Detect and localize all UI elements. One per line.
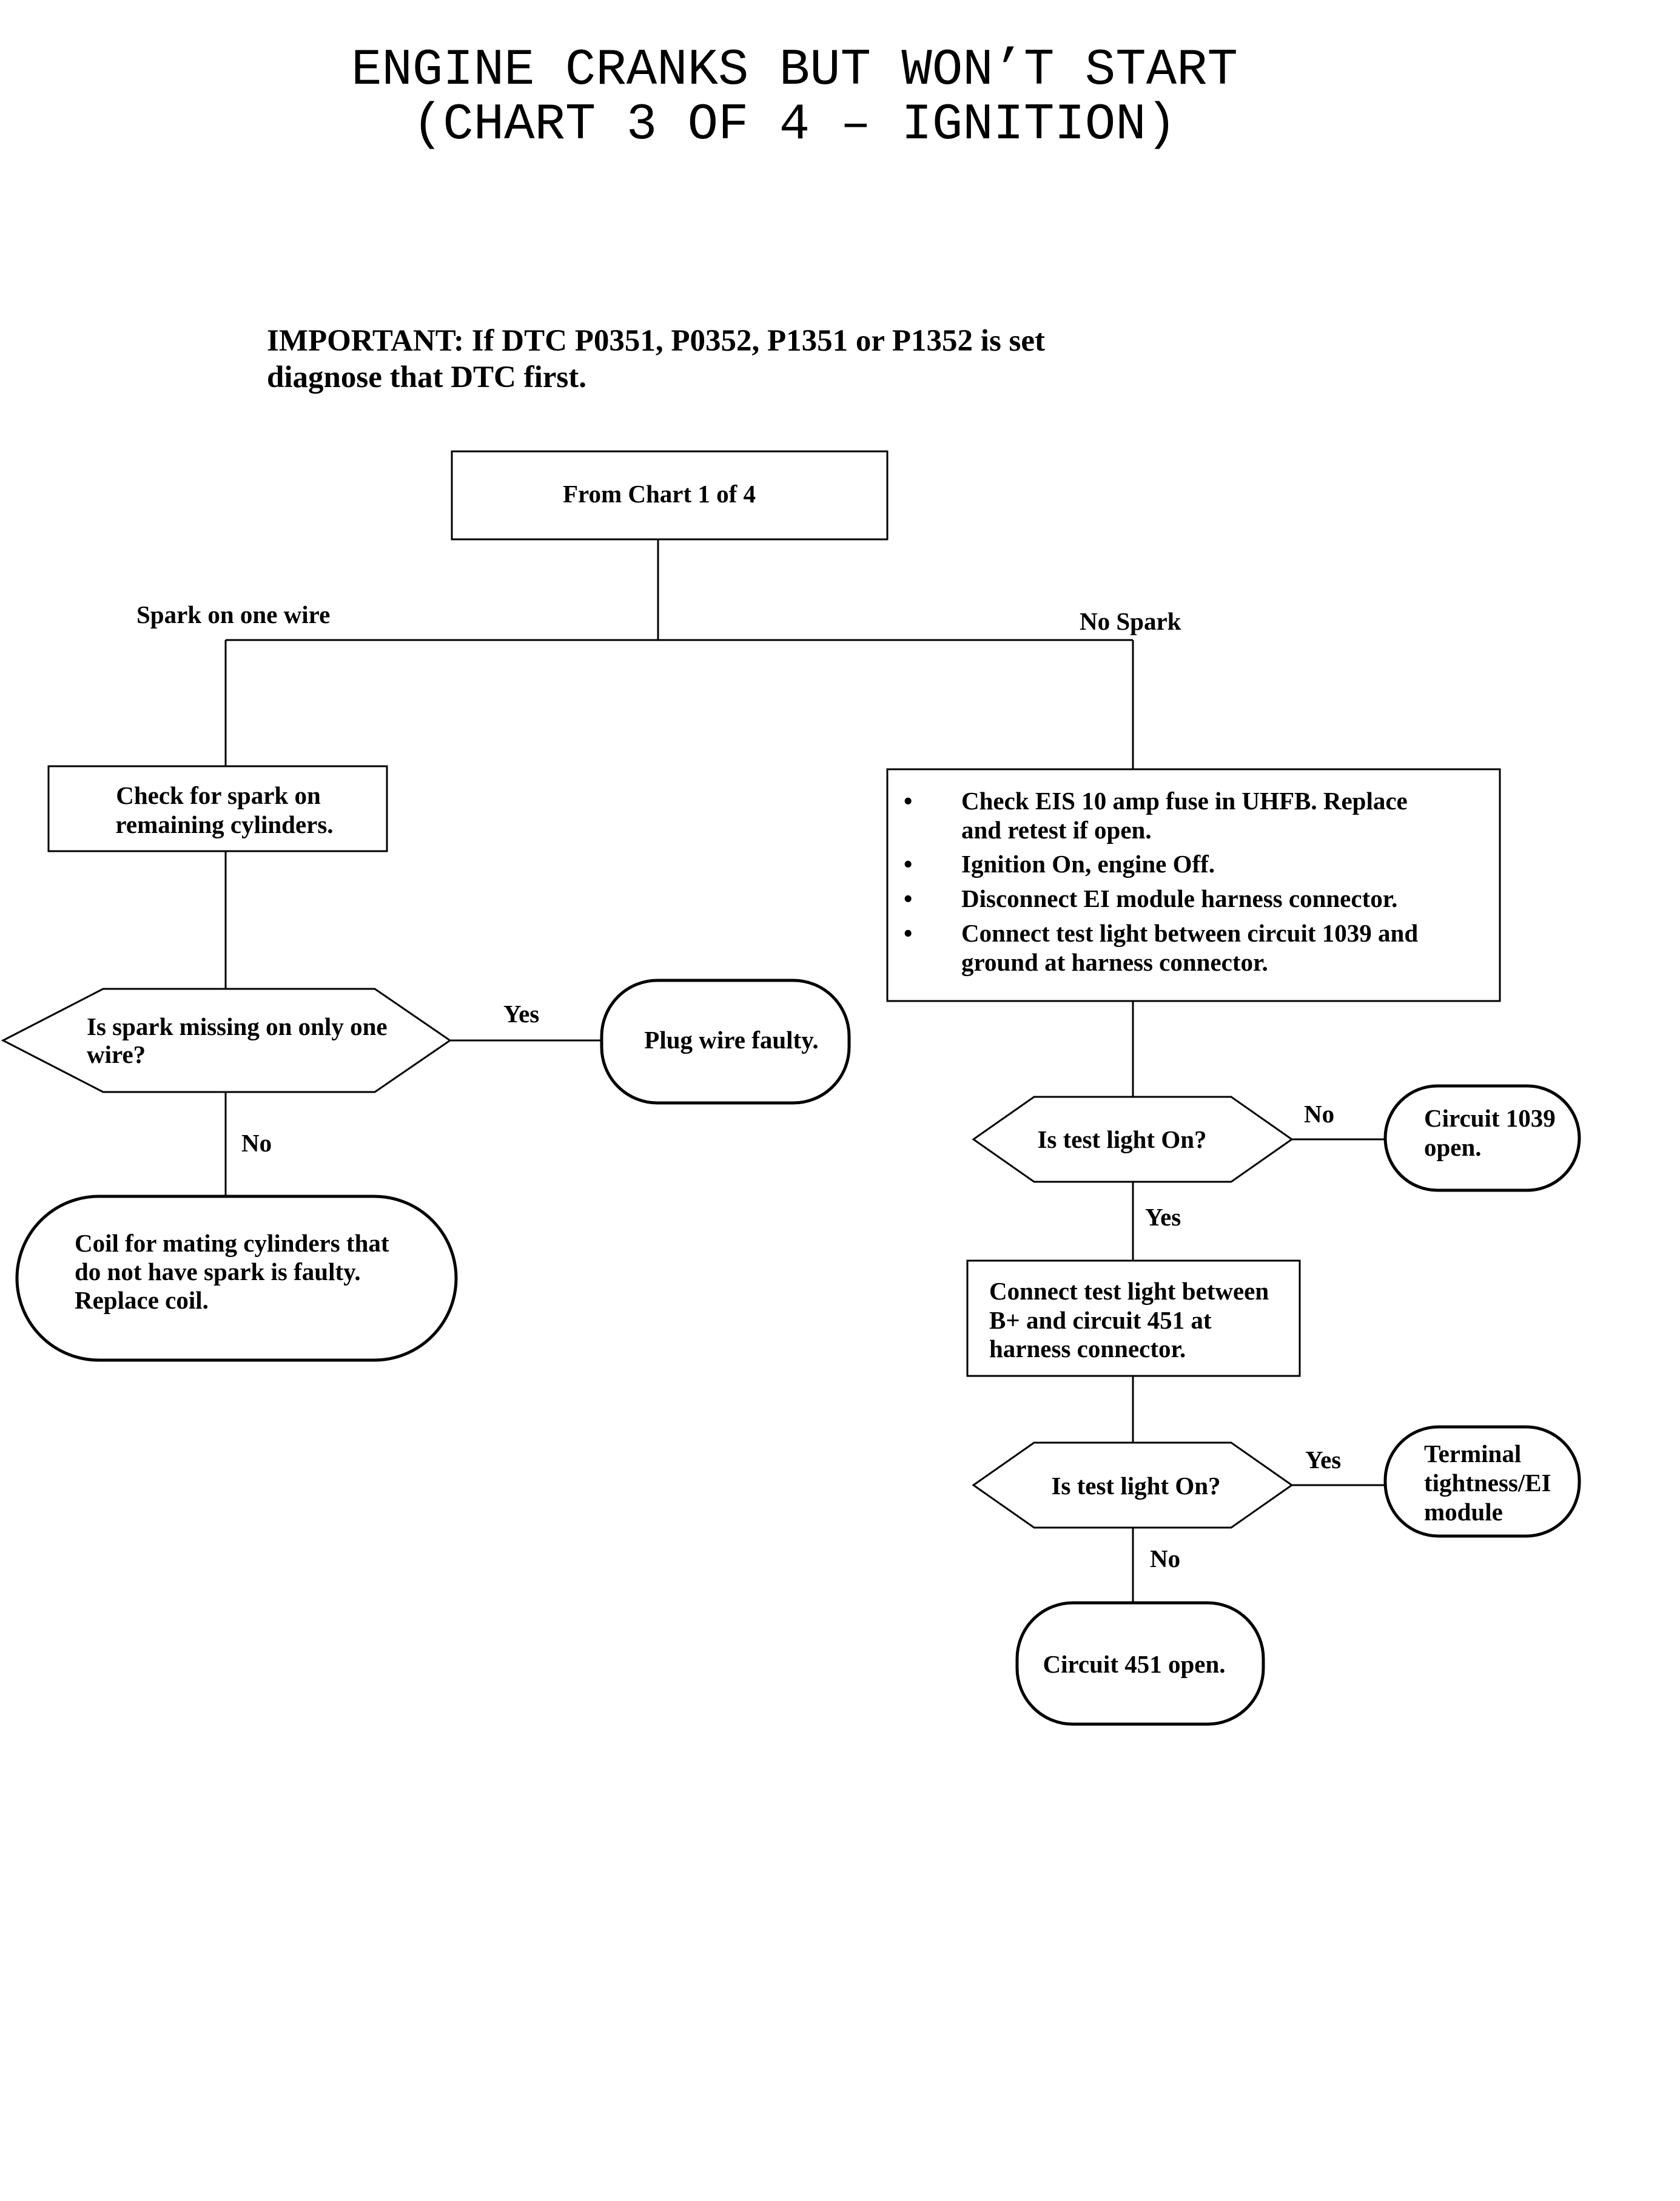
- node-check-spark-line-2: remaining cylinders.: [115, 811, 333, 838]
- connectors: [224, 539, 1384, 1602]
- node-no-spark-steps: • Check EIS 10 amp fuse in UHFB. Replace…: [886, 768, 1501, 1002]
- terminal-coil-faulty-line-1: Coil for mating cylinders that: [75, 1229, 389, 1257]
- terminal-circuit-1039-open: Circuit 1039 open.: [1383, 1084, 1581, 1192]
- title-line-1: ENGINE CRANKS BUT WON’T START: [351, 42, 1238, 99]
- terminal-terminal-tightness: Terminal tightness/EI module: [1383, 1425, 1581, 1538]
- step-4-line-1: Connect test light between circuit 1039 …: [961, 919, 1418, 947]
- edge-label-yes-plug-wire: Yes: [503, 1000, 539, 1028]
- terminal-tightness-line-1: Terminal: [1424, 1440, 1521, 1468]
- edge-label-no-circuit-451: No: [1150, 1545, 1180, 1572]
- terminal-circuit-1039-line-2: open.: [1424, 1133, 1482, 1161]
- node-check-spark-remaining: Check for spark on remaining cylinders.: [47, 765, 388, 852]
- terminal-coil-faulty-line-2: do not have spark is faulty.: [75, 1258, 361, 1286]
- edge-label-yes-connect: Yes: [1145, 1203, 1181, 1231]
- node-connect-b-plus-line-3: harness connector.: [989, 1335, 1186, 1363]
- decision-test-light-1: Is test light On?: [972, 1096, 1294, 1183]
- important-note-line-1: IMPORTANT: If DTC P0351, P0352, P1351 or…: [267, 324, 1045, 358]
- terminal-circuit-1039-line-1: Circuit 1039: [1424, 1104, 1556, 1132]
- terminal-coil-faulty: Coil for mating cylinders that do not ha…: [15, 1195, 458, 1362]
- node-connect-b-plus-line-1: Connect test light between: [989, 1277, 1269, 1305]
- decision-test-light-1-label: Is test light On?: [1037, 1125, 1206, 1153]
- bullet-4: •: [904, 919, 912, 947]
- node-connect-b-plus-line-2: B+ and circuit 451 at: [989, 1306, 1212, 1334]
- edge-label-no-coil: No: [241, 1129, 272, 1157]
- step-2-line-1: Ignition On, engine Off.: [961, 850, 1215, 878]
- title-line-2: (CHART 3 OF 4 – IGNITION): [412, 96, 1177, 154]
- terminal-circuit-451-open: Circuit 451 open.: [1015, 1601, 1265, 1726]
- terminal-coil-faulty-line-3: Replace coil.: [75, 1286, 209, 1314]
- step-1-line-1: Check EIS 10 amp fuse in UHFB. Replace: [961, 787, 1408, 815]
- bullet-2: •: [904, 850, 912, 878]
- step-3-line-1: Disconnect EI module harness connector.: [961, 885, 1397, 912]
- step-1-line-2: and retest if open.: [961, 816, 1152, 844]
- node-from-chart-1-label: From Chart 1 of 4: [563, 480, 756, 508]
- decision-spark-missing-line-1: Is spark missing on only one: [87, 1013, 388, 1040]
- node-check-spark-line-1: Check for spark on: [116, 781, 321, 809]
- edge-label-yes-terminal: Yes: [1305, 1446, 1341, 1474]
- terminal-circuit-451-label: Circuit 451 open.: [1043, 1650, 1225, 1678]
- edge-label-no-circuit-1039: No: [1304, 1100, 1334, 1128]
- step-4-line-2: ground at harness connector.: [961, 948, 1268, 976]
- bullet-3: •: [904, 885, 912, 912]
- terminal-tightness-line-2: tightness/EI: [1424, 1469, 1551, 1497]
- decision-spark-missing-line-2: wire?: [87, 1040, 146, 1068]
- decision-test-light-2: Is test light On?: [972, 1441, 1294, 1529]
- decision-spark-missing: Is spark missing on only one wire?: [1, 988, 452, 1093]
- node-from-chart-1: From Chart 1 of 4: [451, 450, 889, 541]
- node-connect-b-plus: Connect test light between B+ and circui…: [966, 1259, 1301, 1377]
- terminal-tightness-line-3: module: [1424, 1498, 1503, 1526]
- terminal-plug-wire-faulty: Plug wire faulty.: [600, 979, 851, 1105]
- bullet-1: •: [904, 787, 912, 815]
- edge-label-no-spark: No Spark: [1080, 607, 1181, 635]
- edge-label-spark-on-one-wire: Spark on one wire: [136, 601, 330, 629]
- important-note-line-2: diagnose that DTC first.: [267, 360, 586, 394]
- terminal-plug-wire-faulty-label: Plug wire faulty.: [644, 1026, 818, 1054]
- decision-test-light-2-label: Is test light On?: [1051, 1472, 1220, 1500]
